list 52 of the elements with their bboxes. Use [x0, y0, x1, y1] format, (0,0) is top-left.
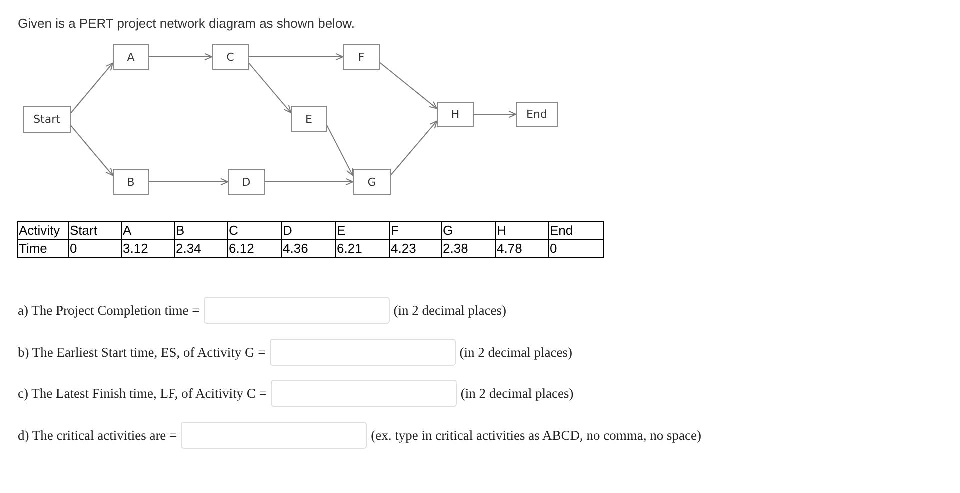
table-cell: Start [68, 222, 122, 240]
table-cell: D [282, 222, 336, 240]
table-cell: 4.36 [282, 240, 336, 258]
activity-box: G [353, 169, 391, 195]
table-cell: 3.12 [122, 240, 174, 258]
question-text: d) The critical activities are = [18, 428, 178, 444]
arrow [248, 53, 344, 61]
hint-text: (ex. type in critical activities as ABCD, no comma, no space) [371, 428, 702, 444]
arrow [326, 124, 354, 176]
arrow [248, 62, 292, 114]
activity-box: F [343, 44, 380, 70]
table-cell: 2.38 [442, 240, 496, 258]
table-cell: A [122, 222, 174, 240]
table-cell: End [548, 222, 604, 240]
question-text: c) The Latest Finish time, LF, of Acitivity C = [18, 386, 267, 402]
hint-text: (in 2 decimal places) [394, 302, 507, 318]
activity-box: C [212, 44, 249, 70]
arrow [148, 178, 228, 186]
arrow [474, 110, 516, 118]
table-cell: B [174, 222, 228, 240]
table-cell: 2.34 [174, 240, 228, 258]
activity-box: A [113, 44, 149, 70]
row-header-cell: Activity [18, 222, 68, 240]
question-text: a) The Project Completion time = [18, 302, 200, 318]
arrow [390, 120, 438, 176]
row-header-cell: Time [18, 240, 68, 258]
arrow [264, 178, 354, 186]
table-cell: C [228, 222, 282, 240]
table-cell: E [336, 222, 390, 240]
activity-box: D [228, 169, 265, 195]
arrow [148, 53, 212, 61]
table-cell: 4.78 [496, 240, 548, 258]
table-cell: 6.12 [228, 240, 282, 258]
arrow [70, 125, 114, 176]
activity-box: End [516, 102, 558, 127]
activity-box: E [291, 106, 327, 132]
table-cell: F [390, 222, 442, 240]
table-cell: 6.21 [336, 240, 390, 258]
table-cell: G [442, 222, 496, 240]
table-cell: 4.23 [390, 240, 442, 258]
arrow [380, 62, 438, 110]
activity-box: H [437, 102, 474, 127]
activity-box: B [113, 169, 149, 195]
table-cell: 0 [548, 240, 604, 258]
hint-text: (in 2 decimal places) [460, 386, 574, 402]
arrow [70, 62, 114, 114]
hint-text: (in 2 decimal places) [460, 344, 573, 360]
activity-box: Start [23, 106, 71, 133]
table-cell: 0 [68, 240, 122, 258]
table-cell: H [496, 222, 548, 240]
heading-text: Given is a PERT project network diagram as shown below. [18, 16, 355, 31]
question-text: b) The Earliest Start time, ES, of Activity G = [18, 344, 266, 360]
